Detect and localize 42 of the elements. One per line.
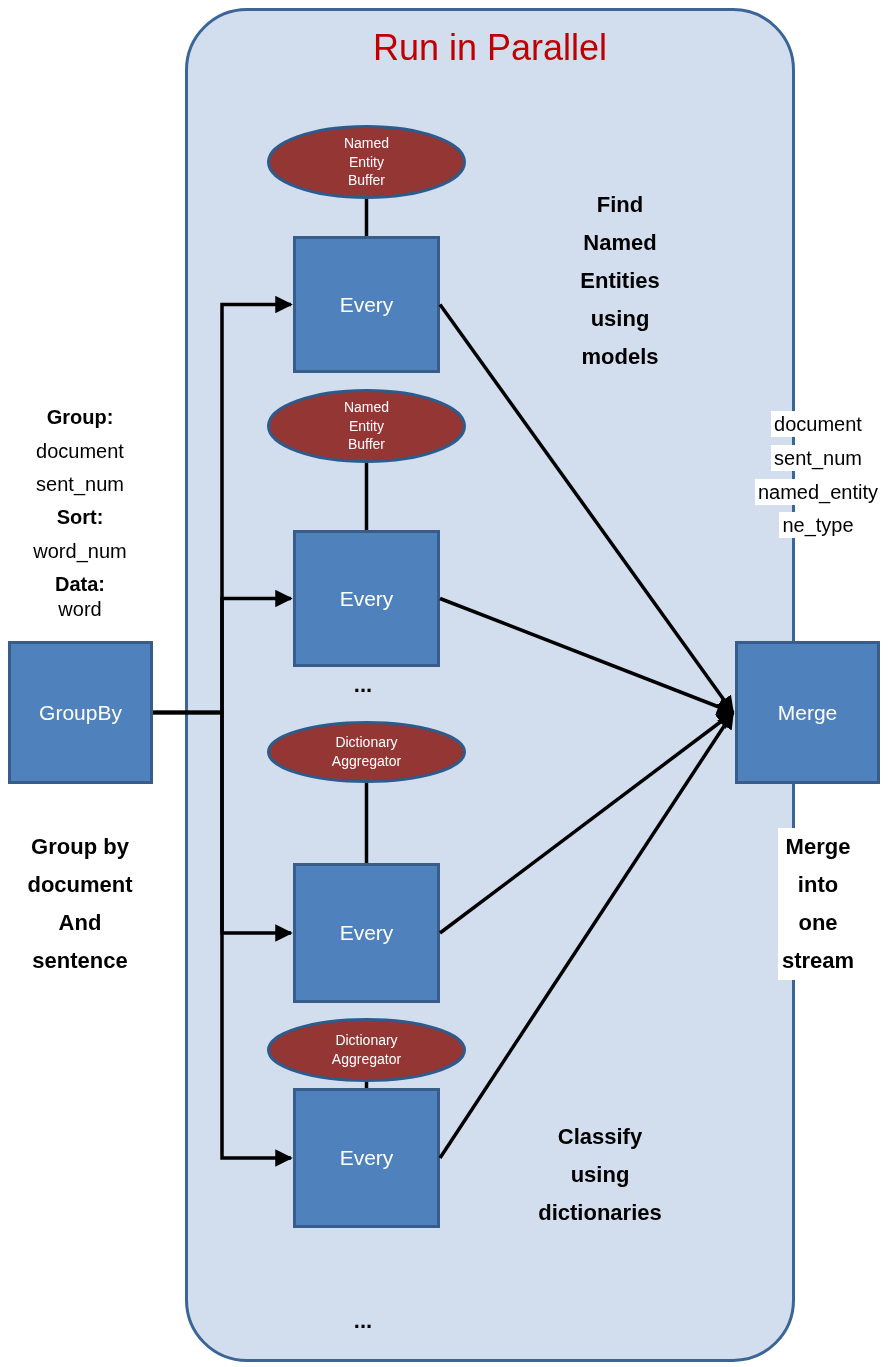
connector-line — [364, 199, 369, 236]
connector-line — [364, 463, 369, 530]
buffer-ellipse — [267, 721, 466, 783]
annotation-text: Group: — [45, 405, 115, 430]
connector-line — [364, 1082, 369, 1088]
box-label: Every — [339, 1146, 394, 1170]
annotation-text: Sort: — [55, 505, 105, 530]
annotation-text: Classify using dictionaries — [537, 1123, 663, 1227]
ellipsis-mark: ... — [352, 672, 374, 698]
ellipse-label: Named Entity Buffer — [342, 133, 391, 191]
box-label: GroupBy — [39, 700, 122, 725]
arrow — [153, 710, 293, 1167]
process-box — [735, 641, 880, 784]
ellipse-label: Dictionary Aggregator — [331, 733, 402, 771]
annotation-text: document — [771, 411, 865, 437]
ellipsis-mark: ... — [352, 1308, 374, 1334]
process-box — [8, 641, 153, 784]
annotation-text: Data: — [54, 572, 106, 597]
annotation-text: word_num — [32, 539, 128, 564]
buffer-ellipse — [267, 1018, 466, 1082]
annotation-text: word — [57, 597, 103, 622]
ellipse-label: Dictionary Aggregator — [331, 1031, 402, 1069]
panel-title: Run in Parallel — [371, 27, 609, 69]
arrow — [438, 303, 735, 714]
box-label: Every — [339, 921, 394, 945]
arrow — [439, 596, 735, 715]
annotation-text: document — [35, 439, 125, 464]
process-box — [293, 863, 440, 1003]
annotation-text: sent_num — [35, 472, 125, 497]
process-box — [293, 530, 440, 667]
buffer-ellipse — [267, 389, 466, 463]
buffer-ellipse — [267, 125, 466, 199]
arrow — [438, 711, 735, 935]
annotation-text: Find Named Entities using models — [579, 191, 661, 371]
box-label: Merge — [777, 700, 838, 725]
box-label: Every — [339, 292, 394, 317]
process-box — [293, 236, 440, 373]
ellipse-label: Named Entity Buffer — [342, 397, 391, 455]
box-label: Every — [339, 586, 394, 611]
arrow — [438, 711, 735, 1159]
process-box — [293, 1088, 440, 1228]
connector-line — [364, 783, 369, 863]
